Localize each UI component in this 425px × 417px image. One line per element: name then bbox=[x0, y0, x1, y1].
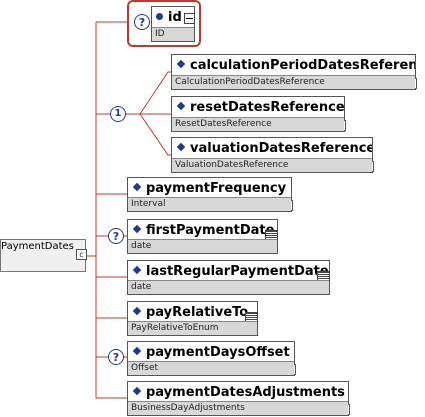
element-name: valuationDatesReference bbox=[190, 141, 372, 156]
root-element-box[interactable]: c PaymentDates bbox=[0, 239, 87, 272]
diamond-icon bbox=[176, 59, 186, 69]
element-name: calculationPeriodDatesReference bbox=[190, 58, 415, 73]
element-name: resetDatesReference bbox=[190, 100, 344, 115]
diamond-icon bbox=[132, 386, 142, 396]
element-name: paymentFrequency bbox=[146, 181, 287, 196]
element-box-calculation-period-dates-reference[interactable]: calculationPeriodDatesReference c Calcul… bbox=[171, 54, 417, 90]
element-type: ResetDatesReference bbox=[172, 117, 344, 131]
diamond-icon bbox=[132, 265, 142, 275]
attribute-box-id[interactable]: id ID bbox=[151, 6, 195, 42]
element-name: paymentDatesAdjustments bbox=[146, 385, 345, 400]
dot-icon bbox=[156, 13, 163, 20]
element-name: firstPaymentDate bbox=[146, 223, 275, 238]
element-type: ValuationDatesReference bbox=[172, 158, 372, 172]
element-box-first-payment-date[interactable]: firstPaymentDate date bbox=[127, 219, 278, 254]
root-label: PaymentDates bbox=[1, 240, 85, 254]
minus-icon[interactable] bbox=[184, 13, 195, 24]
element-type: PayRelativeToEnum bbox=[128, 321, 257, 335]
element-type: date bbox=[128, 239, 277, 253]
question-icon: ? bbox=[134, 14, 150, 30]
element-type: date bbox=[128, 280, 329, 294]
element-name: payRelativeTo bbox=[146, 305, 249, 320]
attribute-highlight-frame bbox=[127, 0, 201, 47]
element-box-pay-relative-to[interactable]: payRelativeTo PayRelativeToEnum bbox=[127, 301, 258, 336]
element-name: lastRegularPaymentDate bbox=[146, 264, 329, 279]
element-type: Offset bbox=[128, 361, 294, 375]
element-box-payment-dates-adjustments[interactable]: paymentDatesAdjustments c BusinessDayAdj… bbox=[127, 381, 350, 416]
element-box-valuation-dates-reference[interactable]: valuationDatesReference c ValuationDates… bbox=[171, 137, 374, 173]
diamond-icon bbox=[132, 306, 142, 316]
diamond-icon bbox=[176, 101, 186, 111]
diamond-icon bbox=[176, 142, 186, 152]
element-name: paymentDaysOffset bbox=[146, 345, 290, 360]
diamond-icon bbox=[132, 182, 142, 192]
element-type: BusinessDayAdjustments bbox=[128, 401, 348, 415]
complex-type-icon: c bbox=[76, 249, 87, 260]
choice-icon[interactable]: 1 bbox=[110, 106, 126, 122]
attribute-type: ID bbox=[152, 27, 194, 41]
attribute-name: id bbox=[168, 10, 182, 25]
element-type: Interval bbox=[128, 197, 291, 211]
element-box-reset-dates-reference[interactable]: resetDatesReference c ResetDatesReferenc… bbox=[171, 96, 346, 132]
element-box-payment-days-offset[interactable]: paymentDaysOffset c Offset bbox=[127, 341, 296, 376]
diamond-icon bbox=[132, 346, 142, 356]
question-icon: ? bbox=[108, 349, 124, 365]
question-icon: ? bbox=[108, 228, 124, 244]
element-type: CalculationPeriodDatesReference bbox=[172, 75, 415, 89]
diamond-icon bbox=[132, 224, 142, 234]
element-box-payment-frequency[interactable]: paymentFrequency c Interval bbox=[127, 177, 293, 212]
wire-choice-3 bbox=[139, 113, 172, 156]
wire-choice-1 bbox=[139, 71, 172, 115]
element-box-last-regular-payment-date[interactable]: lastRegularPaymentDate date bbox=[127, 260, 330, 295]
